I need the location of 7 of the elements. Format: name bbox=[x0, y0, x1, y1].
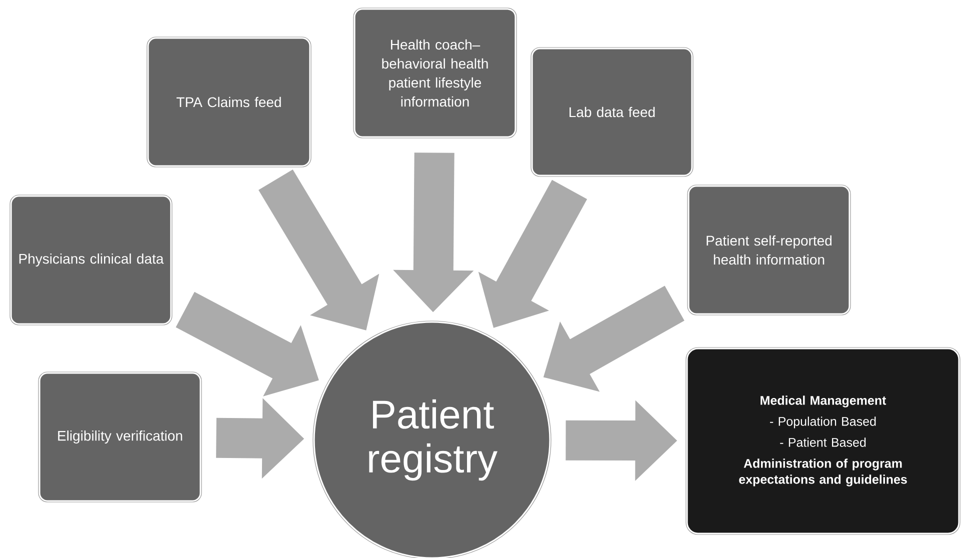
source-box: Patient self-reported health information bbox=[686, 183, 852, 317]
source-box: Lab data feed bbox=[529, 46, 695, 178]
source-box: TPA Claims feed bbox=[145, 35, 313, 169]
source-box: Health coach– behavioral health patient lifestyle information bbox=[352, 6, 518, 140]
source-box: Eligibility verification bbox=[36, 370, 204, 504]
output-box: Medical Management - Population Based - Patient Based Administration of program expectations and guidelines bbox=[684, 346, 962, 536]
source-box: Physicians clinical data bbox=[8, 193, 174, 327]
